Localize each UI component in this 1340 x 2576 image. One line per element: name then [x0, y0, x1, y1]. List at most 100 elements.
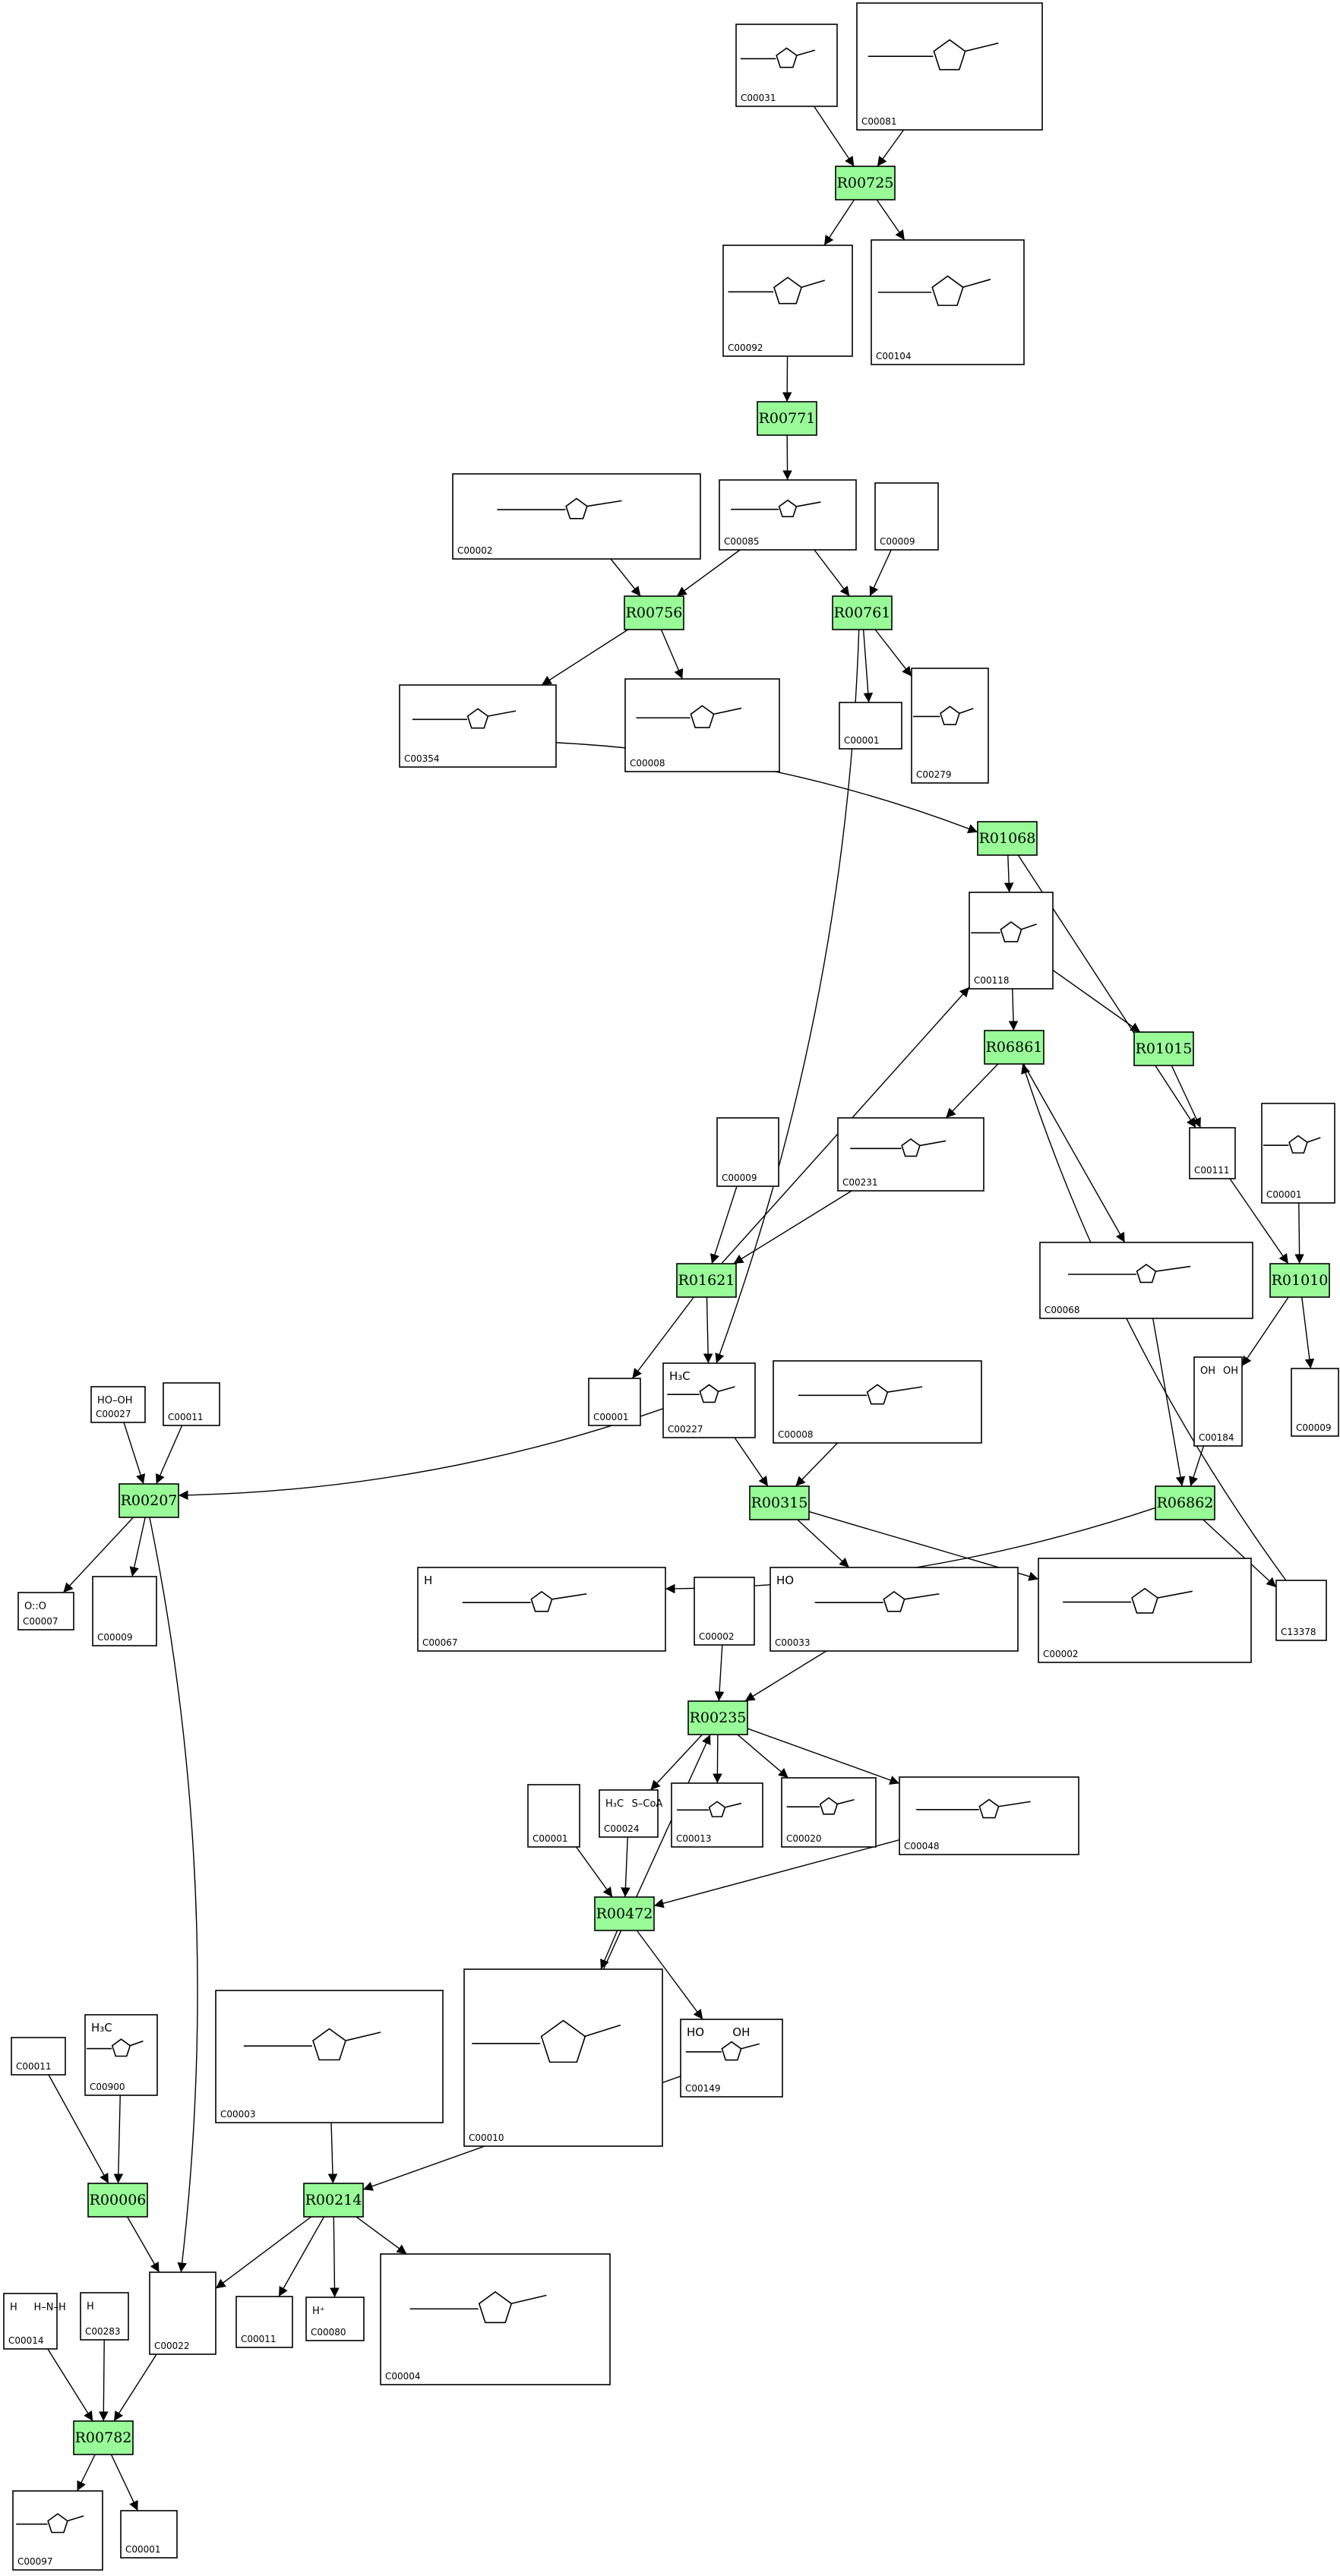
compound-node[interactable]: C00279: [911, 668, 989, 784]
compound-node[interactable]: C00354: [399, 684, 557, 768]
compound-node[interactable]: C00001: [527, 1784, 580, 1848]
reaction-node[interactable]: R00207: [119, 1483, 179, 1518]
reaction-node[interactable]: R06862: [1155, 1485, 1215, 1520]
reaction-node[interactable]: R00761: [832, 595, 893, 630]
compound-node[interactable]: C00003: [215, 1990, 444, 2123]
compound-box: [90, 1386, 146, 1423]
compound-node[interactable]: C00008: [624, 678, 780, 772]
compound-box: [856, 2, 1043, 131]
compound-box: [671, 1782, 763, 1848]
edge-arrow: [330, 2216, 340, 2298]
reaction-node[interactable]: R00771: [757, 401, 817, 436]
compound-id: C00067: [422, 1637, 458, 1648]
reaction-node[interactable]: R06861: [984, 1030, 1045, 1065]
reaction-node[interactable]: R01010: [1269, 1263, 1330, 1298]
compound-id: C00231: [842, 1177, 878, 1188]
reaction-box: [757, 401, 817, 436]
compound-node[interactable]: C00013: [671, 1782, 763, 1848]
compound-node[interactable]: C00104: [871, 239, 1025, 365]
compound-node[interactable]: H⁺C00080: [305, 2297, 365, 2341]
compound-node[interactable]: C00092: [722, 245, 853, 357]
reaction-node[interactable]: R01015: [1133, 1031, 1194, 1066]
compound-id: C00022: [154, 2341, 190, 2351]
compound-node[interactable]: C00048: [899, 1776, 1079, 1855]
reaction-node[interactable]: R00756: [624, 595, 684, 630]
ring-shape: [901, 1138, 921, 1157]
compound-node[interactable]: C00118: [969, 892, 1054, 990]
reaction-node[interactable]: R00214: [303, 2183, 364, 2218]
compound-node[interactable]: C00001: [588, 1378, 641, 1426]
compound-id: C00004: [385, 2371, 421, 2382]
compound-box: [527, 1784, 580, 1848]
edge-arrow: [1203, 1519, 1277, 1588]
reaction-node[interactable]: R00006: [87, 2183, 148, 2218]
ring-shape: [778, 499, 798, 518]
compound-node[interactable]: C13378: [1275, 1580, 1327, 1641]
ring-shape: [466, 708, 489, 729]
edge-arrow: [327, 2122, 338, 2184]
compound-node[interactable]: C00068: [1039, 1242, 1253, 1319]
reaction-node[interactable]: R00782: [73, 2420, 134, 2455]
ring-shape: [721, 2041, 742, 2061]
compound-id: C00011: [16, 2061, 52, 2072]
compound-box: [399, 684, 557, 768]
reaction-node[interactable]: R00725: [835, 166, 896, 200]
compound-node[interactable]: C00097: [12, 2490, 103, 2571]
compound-node[interactable]: C00009: [874, 482, 939, 551]
reaction-node[interactable]: R00235: [687, 1700, 748, 1735]
compound-node[interactable]: C00002: [452, 473, 701, 560]
compound-box: [1189, 1127, 1236, 1179]
edge-arrow: [795, 1442, 839, 1487]
compound-id: C00003: [220, 2109, 256, 2120]
bond: [586, 500, 622, 507]
bond: [836, 1798, 855, 1805]
compound-node[interactable]: C00008: [773, 1360, 982, 1444]
bond: [551, 1593, 587, 1600]
compound-node[interactable]: C00031: [735, 24, 838, 107]
ring-shape: [1288, 1135, 1308, 1154]
compound-node[interactable]: C00011: [163, 1382, 220, 1426]
compound-node[interactable]: C00011: [235, 2296, 293, 2348]
compound-box: [735, 24, 838, 107]
compound-node[interactable]: C00004: [380, 2253, 611, 2385]
compound-node[interactable]: C00020: [781, 1777, 877, 1848]
structure-label: H: [87, 2301, 94, 2312]
compound-node[interactable]: C00001: [1261, 1103, 1335, 1204]
compound-node[interactable]: C00085: [719, 479, 857, 551]
ring-shape: [530, 1590, 553, 1612]
compound-node[interactable]: C00231: [837, 1117, 984, 1192]
structure-label: OH: [1223, 1365, 1238, 1377]
reaction-node[interactable]: R01068: [977, 821, 1038, 856]
bond: [795, 49, 816, 56]
compound-node[interactable]: C00009: [1291, 1368, 1339, 1437]
reaction-node[interactable]: R00472: [594, 1896, 655, 1931]
compound-node[interactable]: C00011: [11, 2037, 66, 2076]
bond: [964, 42, 999, 52]
edge-arrow: [945, 1063, 999, 1119]
compound-node[interactable]: C00002: [694, 1577, 755, 1646]
compound-node[interactable]: C00001: [839, 702, 902, 750]
compound-node[interactable]: C00010: [463, 1968, 663, 2147]
compound-node[interactable]: C00022: [149, 2271, 216, 2355]
compound-box: [1038, 1558, 1252, 1663]
compound-node[interactable]: C00009: [92, 1576, 157, 1646]
bond: [886, 1386, 923, 1393]
compound-node[interactable]: C00002: [1038, 1558, 1252, 1663]
compound-node[interactable]: C00111: [1189, 1127, 1236, 1179]
compound-node[interactable]: C00081: [856, 2, 1043, 131]
compound-node[interactable]: C00001: [120, 2510, 178, 2559]
reaction-node[interactable]: R00315: [749, 1485, 810, 1520]
reaction-node[interactable]: R01621: [676, 1263, 737, 1298]
compound-node[interactable]: C00009: [716, 1117, 779, 1187]
